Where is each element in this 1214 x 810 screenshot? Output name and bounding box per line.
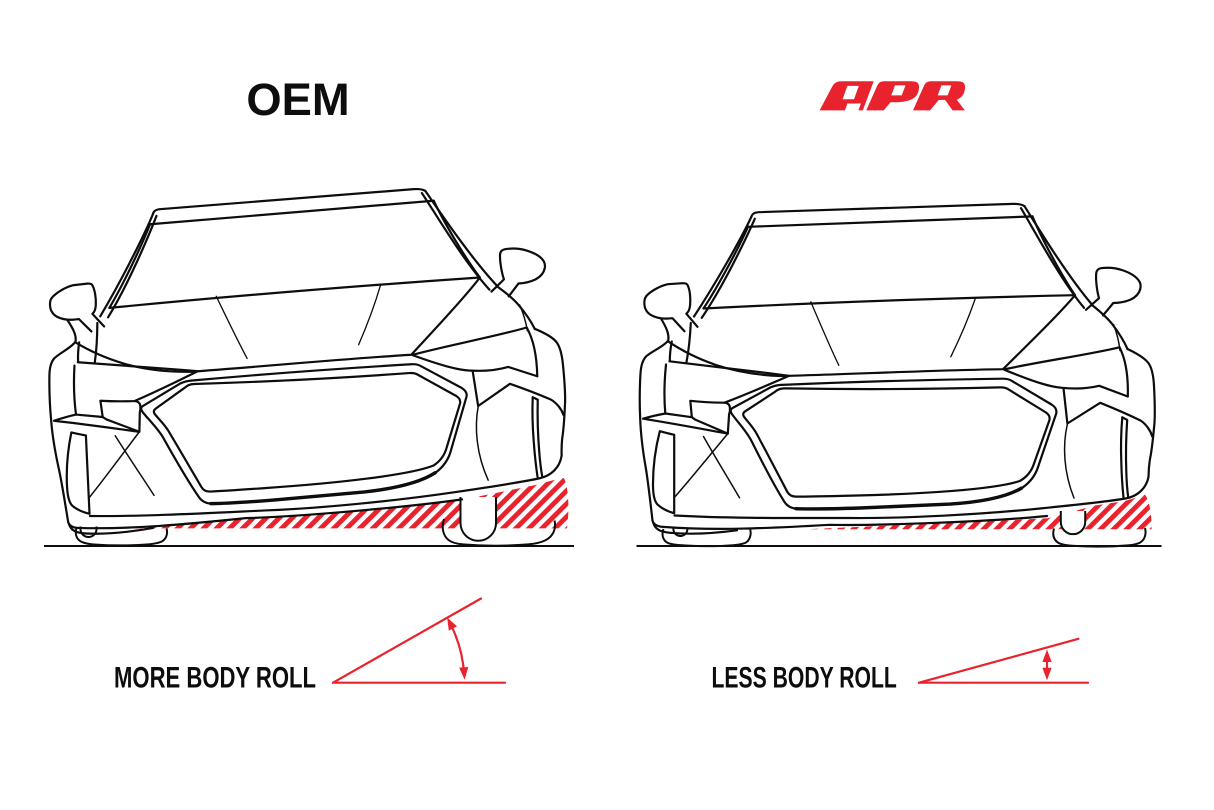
svg-text:LESS BODY ROLL: LESS BODY ROLL xyxy=(712,662,897,695)
svg-text:MORE BODY ROLL: MORE BODY ROLL xyxy=(114,662,316,695)
svg-text:OEM: OEM xyxy=(246,74,349,125)
